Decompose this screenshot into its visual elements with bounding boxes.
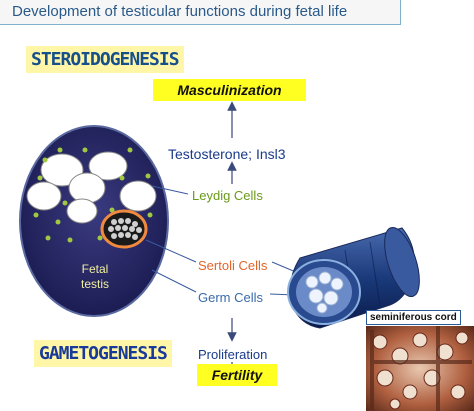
tubule-cross-sections (26, 151, 157, 224)
fetal-label-line2: testis (80, 277, 109, 291)
seminiferous-cord-tube (287, 226, 420, 329)
fertility-box: Fertility (197, 364, 277, 386)
leydig-connector (151, 185, 189, 195)
testosterone-label: Testosterone; Insl3 (168, 146, 286, 162)
fetal-testis-label: Fetal testis (68, 262, 122, 292)
leydig-dots (33, 147, 153, 243)
germ-cell-cluster (108, 218, 142, 240)
sertoli-connector (145, 239, 197, 263)
seminiferous-cord-label: seminiferous cord (366, 310, 461, 325)
proliferation-label: Proliferation (198, 347, 268, 362)
gametogenesis-label: GAMETOGENESIS (34, 340, 172, 367)
page-title: Development of testicular functions duri… (12, 3, 348, 20)
sertoli-cells-label: Sertoli Cells (198, 258, 268, 273)
header-bar: Development of testicular functions duri… (0, 0, 401, 25)
masculinization-box: Masculinization (153, 79, 306, 101)
leydig-cells-label: Leydig Cells (192, 188, 263, 203)
fetal-label-line1: Fetal (81, 262, 109, 276)
germ-cells-label: Germ Cells (198, 290, 264, 305)
steroidogenesis-label: STEROIDOGENESIS (26, 46, 184, 73)
histology-image (366, 326, 474, 411)
germ-connector (151, 269, 197, 293)
